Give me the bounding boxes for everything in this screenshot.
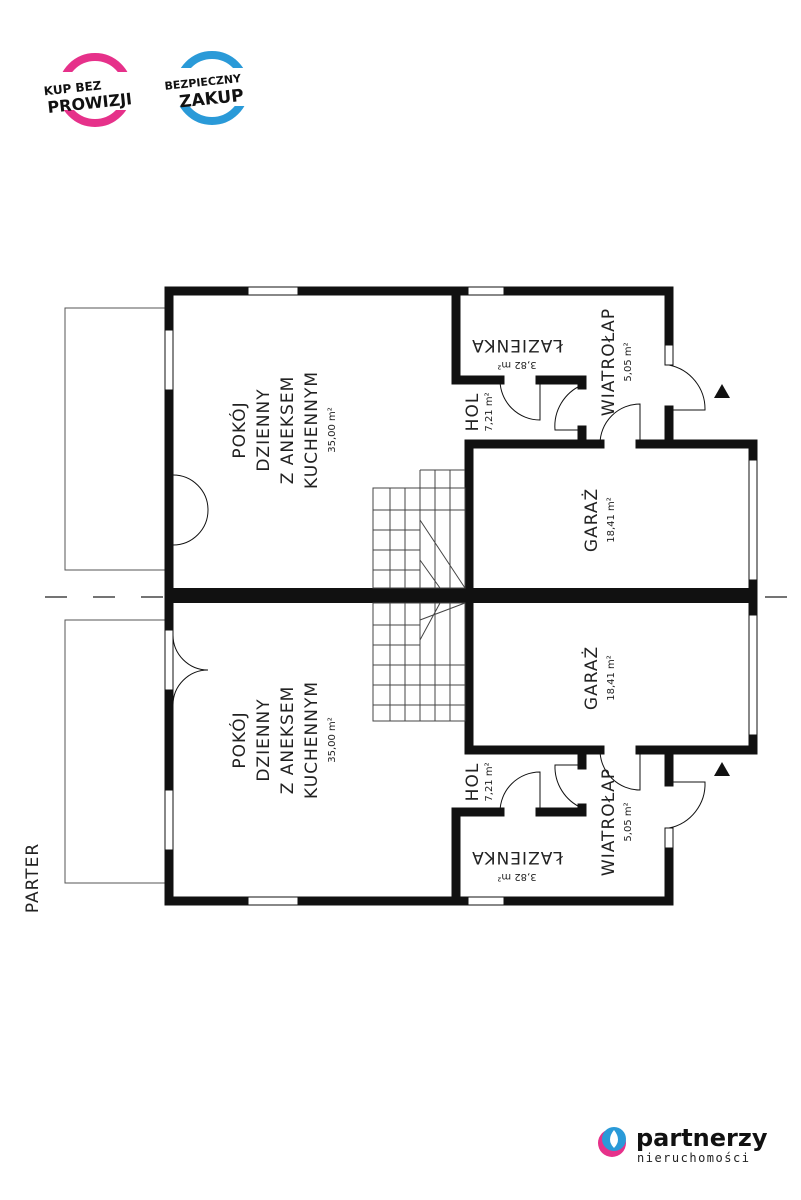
svg-text:GARAŻ: GARAŻ — [581, 646, 602, 710]
svg-text:KUCHENNYM: KUCHENNYM — [302, 681, 322, 799]
svg-text:ŁAZIENKA: ŁAZIENKA — [471, 335, 564, 355]
living-room-upper: POKÓJ DZIENNY Z ANEKSEM KUCHENNYM 35,00 … — [228, 371, 338, 489]
badge-safe-purchase: BEZPIECZNY ZAKUP — [162, 51, 254, 125]
svg-text:nieruchomości: nieruchomości — [637, 1151, 750, 1165]
svg-text:18,41 m²: 18,41 m² — [606, 655, 617, 701]
svg-text:KUP BEZ: KUP BEZ — [43, 78, 102, 98]
bathroom-lower: ŁAZIENKA 3,82 m² — [471, 847, 564, 882]
garage-lower: GARAŻ 18,41 m² — [581, 646, 617, 710]
svg-text:7,21 m²: 7,21 m² — [484, 762, 495, 801]
svg-text:7,21 m²: 7,21 m² — [484, 392, 495, 431]
svg-text:POKÓJ: POKÓJ — [228, 711, 250, 768]
hall-lower: HOL 7,21 m² — [463, 762, 495, 801]
hall-upper: HOL 7,21 m² — [463, 392, 495, 431]
svg-text:POKÓJ: POKÓJ — [228, 401, 250, 458]
bathroom-upper: ŁAZIENKA 3,82 m² — [471, 335, 564, 370]
svg-text:HOL: HOL — [463, 393, 483, 432]
living-room-lower: POKÓJ DZIENNY Z ANEKSEM KUCHENNYM 35,00 … — [228, 681, 338, 799]
doors — [172, 364, 706, 829]
svg-text:GARAŻ: GARAŻ — [581, 488, 602, 552]
badge-no-commission: KUP BEZ PROWIZJI — [40, 53, 150, 127]
svg-text:partnerzy: partnerzy — [636, 1124, 768, 1152]
svg-text:Z ANEKSEM: Z ANEKSEM — [278, 686, 298, 795]
vestibule-lower: WIATROŁAP 5,05 m² — [599, 768, 634, 876]
svg-text:3,82 m²: 3,82 m² — [497, 359, 536, 370]
terrace-lower — [64, 619, 166, 884]
svg-text:35,00 m²: 35,00 m² — [327, 717, 338, 763]
staircase — [372, 469, 466, 722]
svg-text:WIATROŁAP: WIATROŁAP — [599, 768, 619, 876]
garage-upper: GARAŻ 18,41 m² — [581, 488, 617, 552]
entrance-arrow-lower — [714, 762, 730, 776]
svg-text:3,82 m²: 3,82 m² — [497, 871, 536, 882]
svg-text:5,05 m²: 5,05 m² — [623, 342, 634, 381]
windows — [164, 286, 758, 906]
floor-label: PARTER — [23, 843, 43, 913]
svg-text:HOL: HOL — [463, 763, 483, 802]
svg-text:ŁAZIENKA: ŁAZIENKA — [471, 847, 564, 867]
svg-text:18,41 m²: 18,41 m² — [606, 497, 617, 543]
vestibule-upper: WIATROŁAP 5,05 m² — [599, 308, 634, 416]
partnerzy-logo: partnerzy nieruchomości — [598, 1124, 768, 1165]
entrance-arrow-upper — [714, 384, 730, 398]
svg-text:DZIENNY: DZIENNY — [254, 698, 274, 781]
terrace-upper — [64, 307, 166, 571]
svg-text:Z ANEKSEM: Z ANEKSEM — [278, 376, 298, 485]
svg-text:WIATROŁAP: WIATROŁAP — [599, 308, 619, 416]
walls — [164, 286, 758, 906]
svg-text:KUCHENNYM: KUCHENNYM — [302, 371, 322, 489]
svg-text:DZIENNY: DZIENNY — [254, 388, 274, 471]
svg-text:35,00 m²: 35,00 m² — [327, 407, 338, 453]
svg-text:5,05 m²: 5,05 m² — [623, 802, 634, 841]
